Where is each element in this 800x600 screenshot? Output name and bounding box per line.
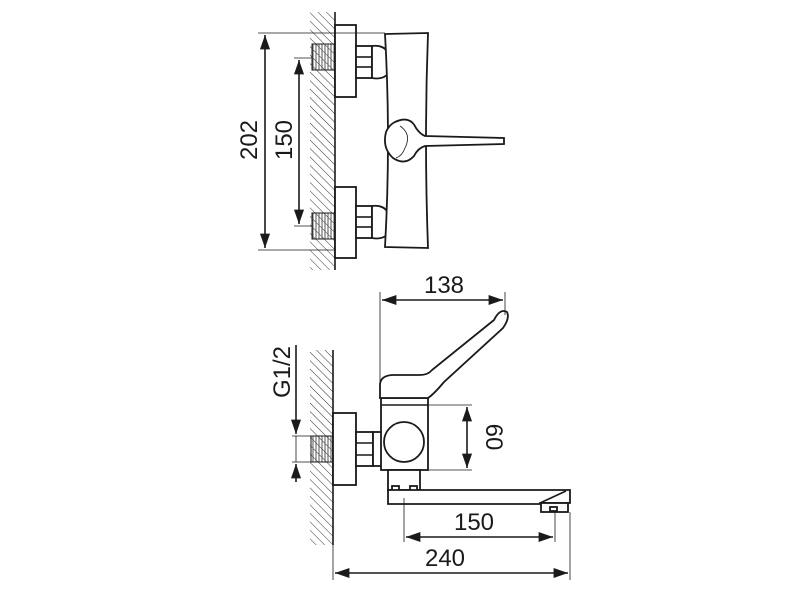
nut-side (355, 431, 374, 467)
dim-label-202: 202 (236, 120, 263, 160)
lever-handle (384, 118, 505, 163)
dim-label-150-front: 150 (271, 120, 298, 160)
thread-bottom (311, 212, 336, 240)
dim-label-240: 240 (425, 545, 465, 572)
lever-handle-side (379, 310, 509, 399)
nut-bottom (355, 205, 373, 239)
front-view: 202 150 (236, 12, 505, 270)
flange-bottom (334, 186, 357, 259)
thread-side (310, 435, 334, 463)
flange-side (332, 412, 357, 486)
dim-label-138: 138 (424, 272, 464, 299)
side-view: 138 G1/2 60 150 240 (269, 272, 571, 580)
ball-joint (383, 421, 425, 463)
flange-top (334, 24, 357, 98)
dim-label-60: 60 (480, 424, 507, 451)
dim-label-150-side: 150 (454, 509, 494, 536)
dim-label-g1-2: G1/2 (269, 346, 296, 398)
nut-top (355, 45, 373, 79)
thread-top (311, 43, 336, 71)
